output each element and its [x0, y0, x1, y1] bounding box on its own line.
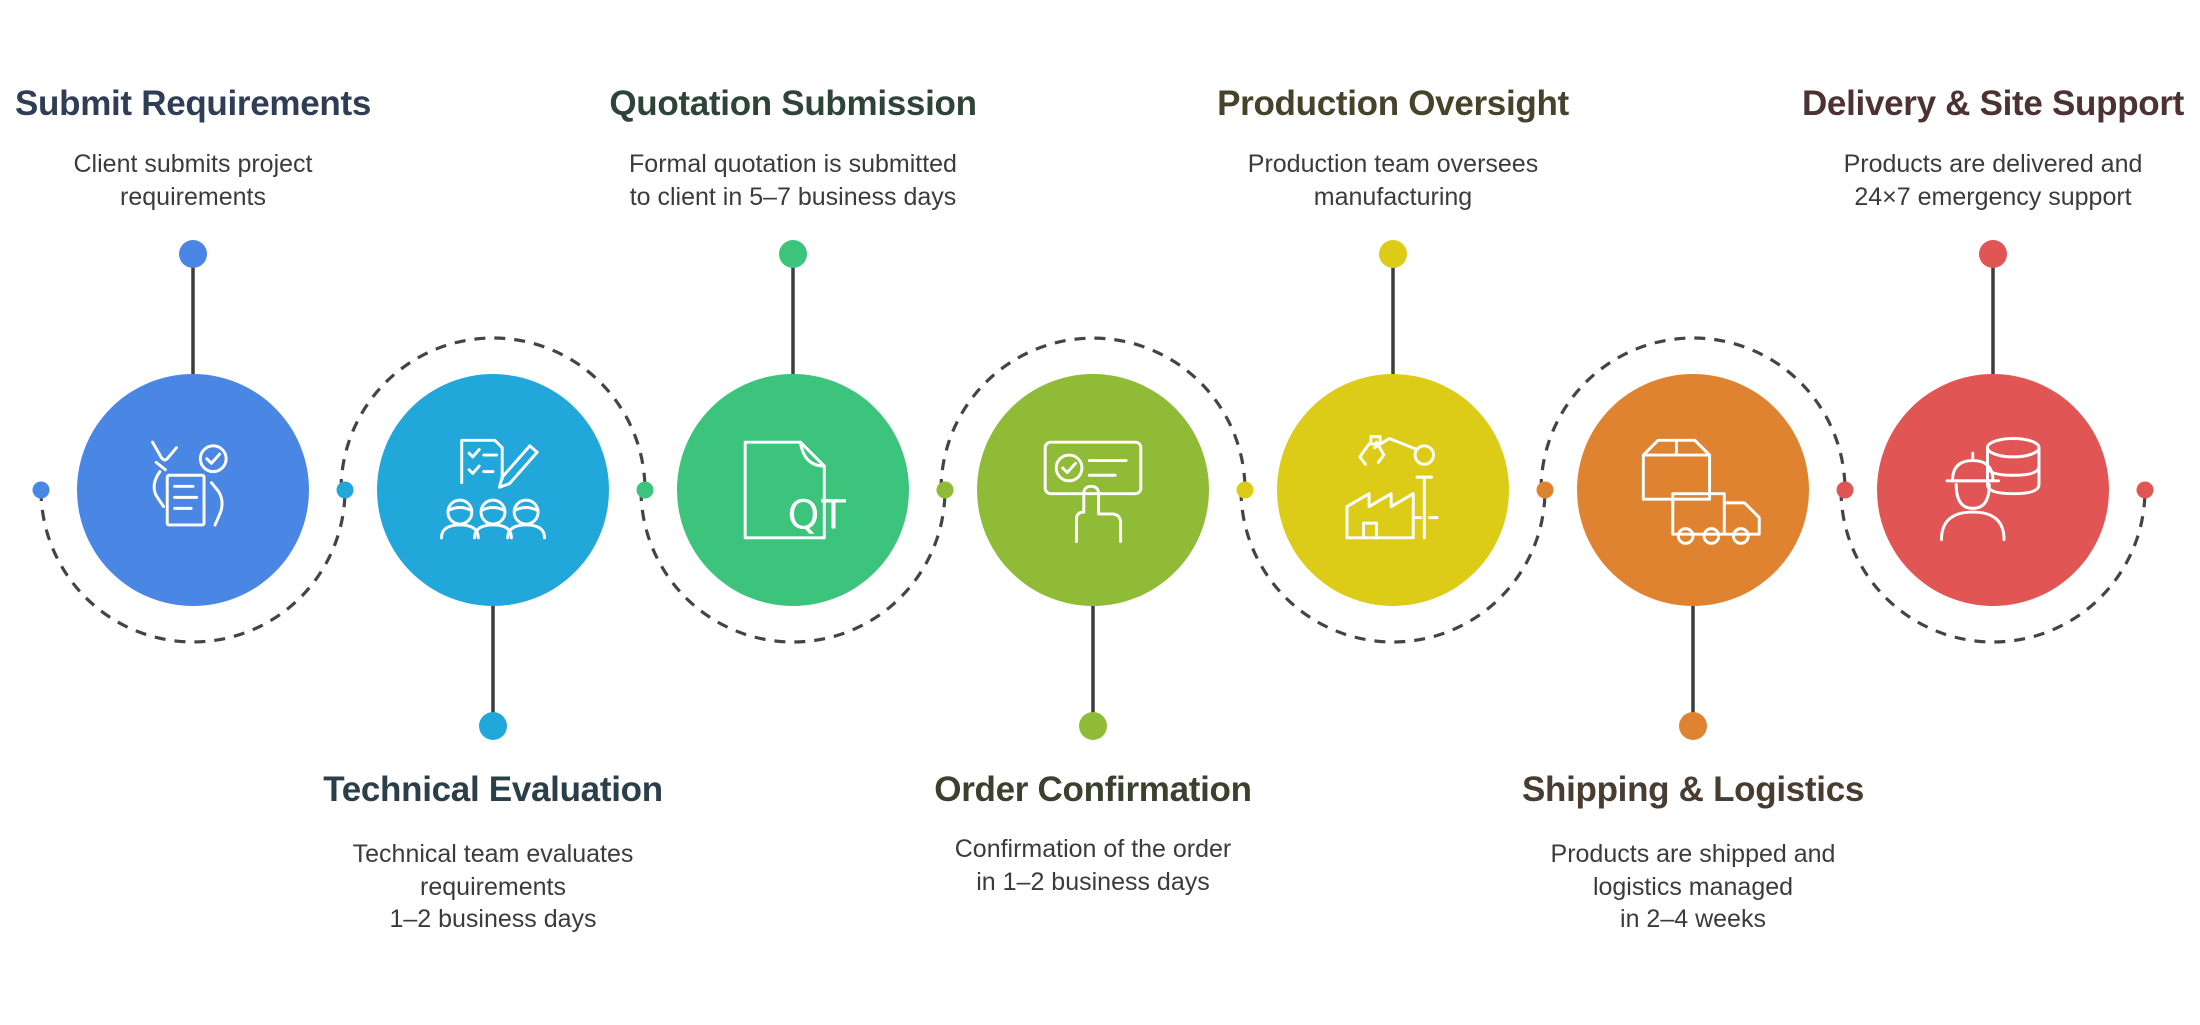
step-description-line: Production team oversees	[1247, 150, 1539, 178]
step-description-line: to client in 5–7 business days	[629, 182, 957, 211]
step-pin-dot	[179, 240, 207, 268]
step-pin-dot	[1979, 240, 2007, 268]
junction-dot	[336, 481, 354, 499]
step-description-line: Formal quotation is submitted	[629, 150, 957, 178]
dashed-connector-arc	[39, 489, 347, 644]
step-circle	[377, 374, 609, 606]
step-title: Technical Evaluation	[323, 770, 663, 809]
support-engineer-database-icon	[1940, 437, 2041, 542]
step-pin-dot	[1679, 712, 1707, 740]
junction-dot	[2136, 481, 2154, 499]
junction-dot	[636, 481, 654, 499]
junction-dot	[1536, 481, 1554, 499]
dashed-connector-arc	[639, 489, 947, 644]
junction-dot	[1236, 481, 1254, 499]
step-description: Client submits project requirements	[0, 148, 453, 213]
dashed-connector-arc	[1539, 336, 1847, 491]
step-pin-dot	[479, 712, 507, 740]
shipping-truck-box-icon	[1641, 438, 1761, 545]
step-description-line: 24×7 emergency support	[1854, 182, 2132, 211]
step-circle	[1577, 374, 1809, 606]
step-circle	[77, 374, 309, 606]
step-title: Quotation Submission	[609, 84, 977, 123]
step-description: Products are delivered and 24×7 emergency…	[1733, 148, 2200, 213]
step-description-line: in 2–4 weeks	[1620, 905, 1766, 933]
step-description: Formal quotation is submitted to client i…	[533, 148, 1053, 213]
junction-dot	[1836, 481, 1854, 499]
order-confirm-touch-icon	[1043, 440, 1143, 543]
step-description: Production team oversees manufacturing	[1133, 148, 1653, 213]
team-evaluation-icon	[440, 438, 546, 540]
dashed-connector-arc	[1839, 489, 2147, 644]
step-description: Technical team evaluates requirements 1–2 …	[233, 838, 753, 936]
step-pin-dot	[779, 240, 807, 268]
step-description: Confirmation of the order in 1–2 business…	[833, 833, 1353, 898]
dashed-connector-arc	[939, 336, 1247, 491]
step-description-line: logistics managed	[1592, 872, 1794, 901]
step-pin-dot	[1379, 240, 1407, 268]
factory-robot-arm-icon	[1345, 435, 1439, 540]
step-description-line: Products are delivered and	[1843, 150, 2143, 178]
step-description-line: Client submits project	[73, 150, 313, 178]
step-title: Shipping & Logistics	[1521, 770, 1865, 809]
step-description-line: Confirmation of the order	[954, 835, 1232, 863]
step-title: Delivery & Site Support	[1801, 84, 2185, 123]
step-title: Order Confirmation	[934, 770, 1252, 809]
dashed-connector-arc	[1239, 489, 1547, 644]
step-description-line: requirements	[120, 182, 266, 211]
step-description-line: manufacturing	[1313, 182, 1473, 211]
step-description-line: 1–2 business days	[389, 905, 597, 933]
junction-dot	[32, 481, 50, 499]
step-circle	[977, 374, 1209, 606]
step-description-line: Technical team evaluates	[352, 840, 634, 868]
step-title: Submit Requirements	[14, 84, 372, 123]
requirements-checklist-icon	[151, 440, 228, 527]
dashed-connector-arc	[339, 336, 647, 491]
step-description-line: requirements	[420, 872, 566, 901]
quotation-icon-label: QT	[787, 491, 847, 539]
step-description: Products are shipped and logistics manage…	[1433, 838, 1953, 936]
quotation-document-icon: QT	[743, 440, 847, 540]
step-circle	[1277, 374, 1509, 606]
step-circle	[677, 374, 909, 606]
step-pin-dot	[1079, 712, 1107, 740]
step-description-line: in 1–2 business days	[976, 867, 1210, 896]
step-description-line: Products are shipped and	[1550, 840, 1836, 868]
junction-dot	[936, 481, 954, 499]
step-title: Production Oversight	[1217, 84, 1569, 123]
